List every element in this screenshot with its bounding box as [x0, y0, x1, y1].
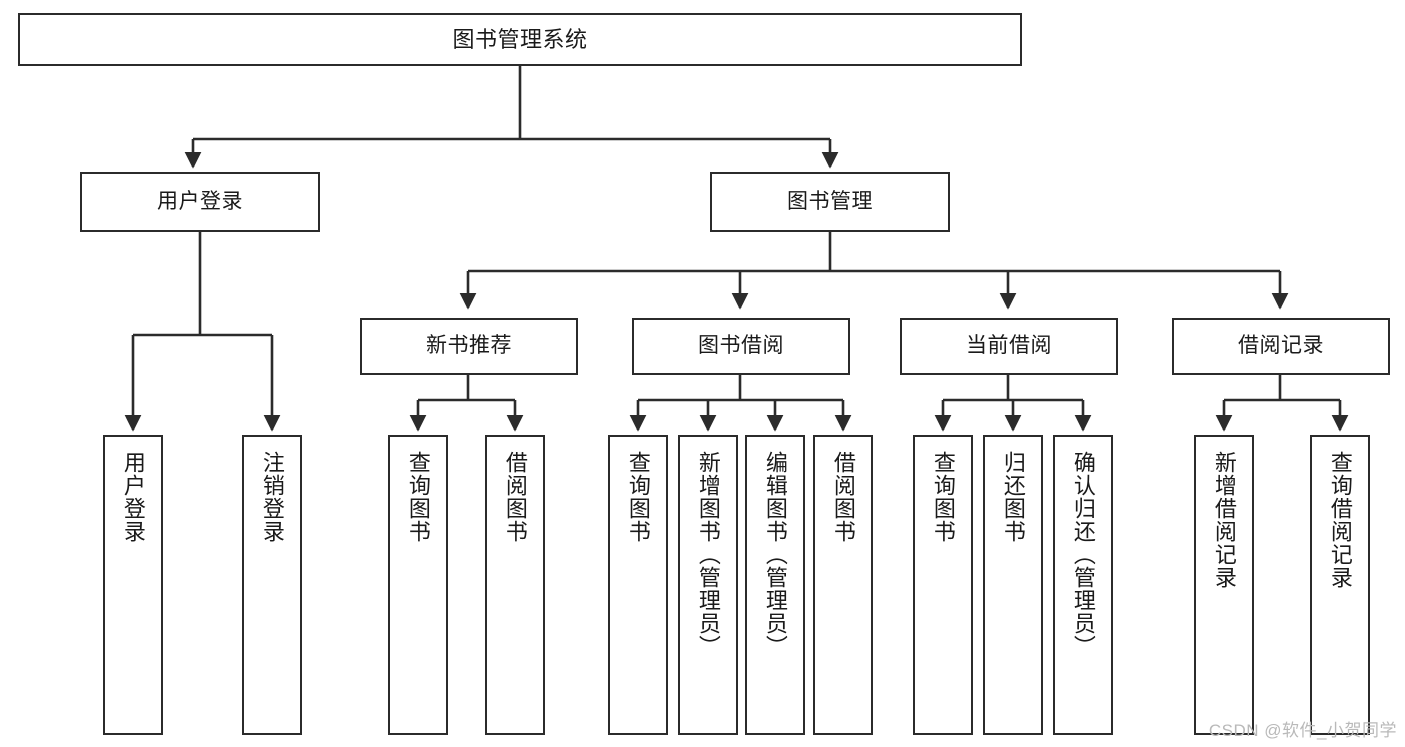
node-label: 图书借阅	[698, 334, 784, 358]
node-leaf-add-borrow-record[interactable]: 新增借阅记录	[1194, 435, 1254, 735]
node-label: 新增图书（管理员）	[695, 451, 721, 658]
node-label: 归还图书	[1000, 451, 1026, 543]
node-leaf-query-book-1[interactable]: 查询图书	[388, 435, 448, 735]
node-label: 图书管理系统	[452, 26, 588, 52]
node-leaf-confirm-return-admin[interactable]: 确认归还（管理员）	[1053, 435, 1113, 735]
node-leaf-borrow-book-1[interactable]: 借阅图书	[485, 435, 545, 735]
node-label: 编辑图书（管理员）	[762, 451, 788, 658]
node-leaf-return-book[interactable]: 归还图书	[983, 435, 1043, 735]
node-new-book-recommend[interactable]: 新书推荐	[360, 318, 578, 375]
node-label: 借阅记录	[1238, 334, 1324, 358]
node-label: 查询图书	[405, 451, 431, 543]
node-leaf-query-book-2[interactable]: 查询图书	[608, 435, 668, 735]
node-leaf-logout-login[interactable]: 注销登录	[242, 435, 302, 735]
node-current-borrow[interactable]: 当前借阅	[900, 318, 1118, 375]
node-label: 查询图书	[930, 451, 956, 543]
node-book-borrow[interactable]: 图书借阅	[632, 318, 850, 375]
node-book-management[interactable]: 图书管理	[710, 172, 950, 232]
node-label: 新书推荐	[426, 334, 512, 358]
node-label: 借阅图书	[830, 451, 856, 543]
node-leaf-borrow-book-2[interactable]: 借阅图书	[813, 435, 873, 735]
node-label: 用户登录	[157, 189, 243, 213]
node-label: 查询图书	[625, 451, 651, 543]
node-leaf-query-book-3[interactable]: 查询图书	[913, 435, 973, 735]
node-label: 确认归还（管理员）	[1070, 451, 1096, 658]
node-borrow-record[interactable]: 借阅记录	[1172, 318, 1390, 375]
csdn-watermark: CSDN @软件_小贺同学	[1208, 721, 1397, 740]
node-leaf-add-book-admin[interactable]: 新增图书（管理员）	[678, 435, 738, 735]
node-root-system[interactable]: 图书管理系统	[18, 13, 1022, 66]
node-label: 图书管理	[787, 189, 873, 213]
node-label: 用户登录	[120, 451, 146, 543]
node-label: 查询借阅记录	[1327, 451, 1353, 589]
node-label: 借阅图书	[502, 451, 528, 543]
node-label: 注销登录	[259, 451, 285, 543]
node-leaf-user-login[interactable]: 用户登录	[103, 435, 163, 735]
node-leaf-edit-book-admin[interactable]: 编辑图书（管理员）	[745, 435, 805, 735]
node-leaf-query-borrow-record[interactable]: 查询借阅记录	[1310, 435, 1370, 735]
node-user-login[interactable]: 用户登录	[80, 172, 320, 232]
node-label: 新增借阅记录	[1211, 451, 1237, 589]
node-label: 当前借阅	[966, 334, 1052, 358]
